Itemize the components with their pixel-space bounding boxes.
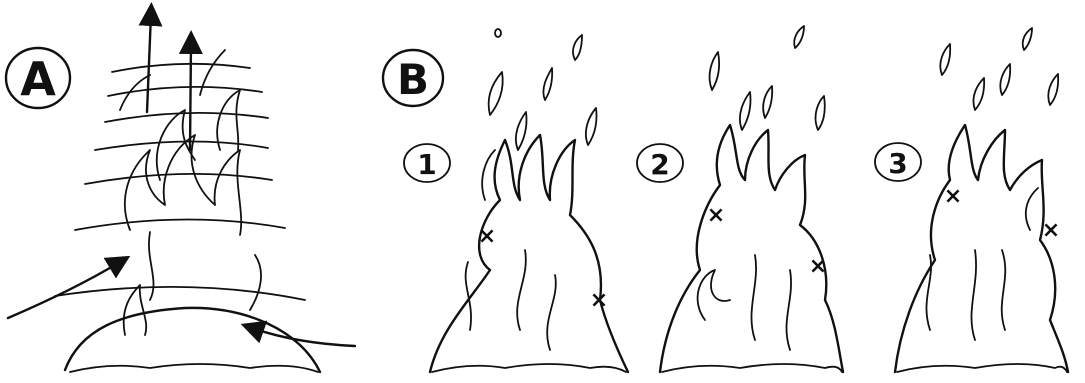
flame-outline [660,125,843,372]
convection-ring [112,64,250,72]
flame [1002,250,1006,330]
flame [971,250,976,340]
ember [763,86,772,118]
flame-outline [430,135,628,372]
burning-base-edge [70,364,318,372]
ember [573,35,582,60]
ember [1000,64,1010,95]
ember [489,72,503,115]
ignition-marker: × [1042,218,1060,243]
flame [1026,188,1038,230]
ember [940,44,950,75]
convection-ring [55,287,305,300]
frame-2: 2 × × [637,26,843,372]
flame [124,285,147,335]
ignition-marker: × [944,184,962,209]
convection-ring [75,219,285,230]
ember [710,52,720,90]
ember [586,108,597,145]
frame-1-flames [430,29,628,372]
updraft-arrow [147,14,151,112]
flame [751,255,756,340]
panel-b-label: B [397,55,429,104]
frame-2-label: 2 [650,148,669,181]
ember [516,112,527,150]
panel-b-badge: B [383,50,443,106]
ember [740,92,751,130]
ignition-marker: × [590,288,608,313]
ember [495,29,501,37]
frame-1-label: 1 [417,148,436,181]
ember [1023,28,1032,50]
flame [926,255,931,330]
ember [543,68,552,100]
burning-base-outline [65,308,320,372]
flame-base-edge [432,364,626,372]
frame-2-flames [660,26,843,372]
flame [698,270,730,320]
convection-ring [105,113,268,122]
ignition-marker: × [478,224,496,249]
frame-3-flames [895,28,1068,372]
flame [547,275,556,350]
ember [1048,74,1058,105]
convection-rings [55,64,305,300]
flame [517,250,526,330]
flame [786,270,791,350]
flame [482,150,495,200]
inflow-arrow-right [252,328,355,346]
ember [973,78,984,110]
frame-3: 3 × × [875,28,1068,372]
updraft-arrow [190,42,191,150]
flame-base-edge [897,364,1067,372]
ignition-marker: × [707,203,725,228]
panel-b: B 1 × × [383,26,1068,372]
ignition-marker: × [809,254,827,279]
frame-1: 1 × × [404,29,628,372]
ember [816,96,825,130]
panel-a: A [6,14,355,372]
ember [794,26,804,48]
flame [250,255,261,310]
flame-base-edge [662,364,842,372]
panel-a-label: A [20,52,56,106]
frame-3-label: 3 [888,147,907,180]
panel-a-badge: A [6,48,70,108]
flame [217,90,240,150]
convection-ring [85,174,272,184]
flame [149,232,154,300]
